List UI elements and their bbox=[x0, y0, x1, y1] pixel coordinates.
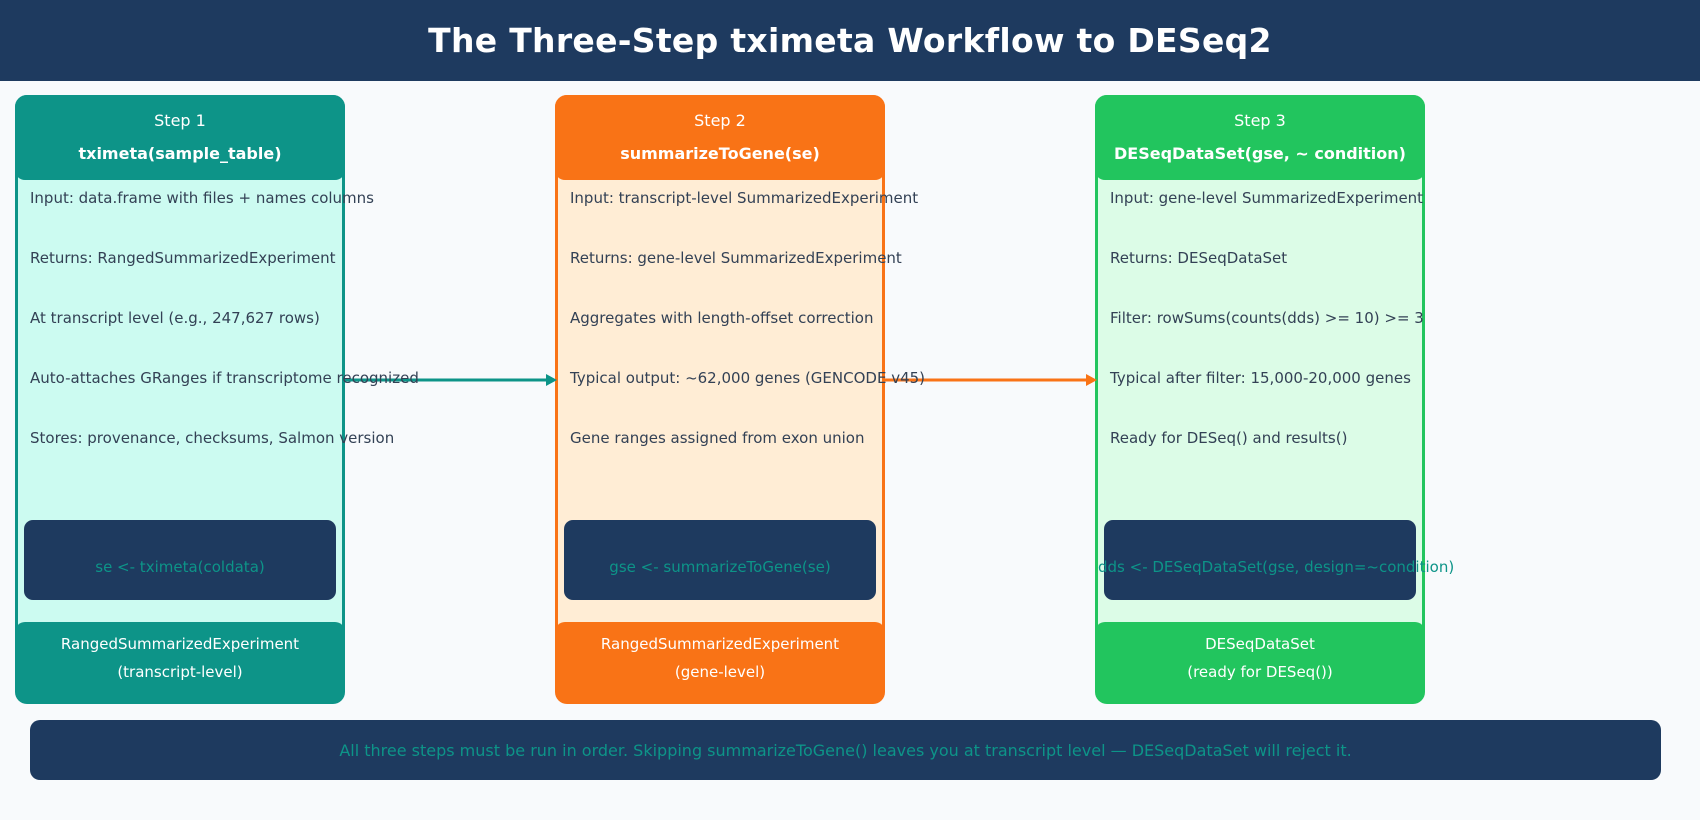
step-3-bullets: Input: gene-level SummarizedExperiment R… bbox=[1110, 188, 1424, 488]
step-2-code-box bbox=[564, 520, 876, 600]
step-1-label: Step 1 bbox=[154, 111, 206, 130]
step-1-bullet: Returns: RangedSummarizedExperiment bbox=[30, 249, 336, 267]
page-title: The Three-Step tximeta Workflow to DESeq… bbox=[0, 0, 1700, 81]
step-3-output: DESeqDataSet (ready for DESeq()) bbox=[1095, 622, 1425, 704]
step-1-code-box bbox=[24, 520, 336, 600]
step-3-output-type: DESeqDataSet bbox=[1205, 635, 1315, 653]
step-2-bullet: Returns: gene-level SummarizedExperiment bbox=[570, 249, 902, 267]
workflow-note: All three steps must be run in order. Sk… bbox=[30, 720, 1661, 780]
step-1-bullet: At transcript level (e.g., 247,627 rows) bbox=[30, 309, 320, 327]
step-3-code: dds <- DESeqDataSet(gse, design=~conditi… bbox=[1098, 558, 1455, 576]
step-2-code: gse <- summarizeToGene(se) bbox=[609, 558, 831, 576]
step-3-bullet: Input: gene-level SummarizedExperiment bbox=[1110, 189, 1424, 207]
arrow-step1-to-step2 bbox=[345, 374, 557, 386]
step-1-bullet: Input: data.frame with files + names col… bbox=[30, 189, 374, 207]
step-3-code-box bbox=[1104, 520, 1416, 600]
step-3-bullet: Typical after filter: 15,000-20,000 gene… bbox=[1110, 369, 1411, 387]
step-3-label: Step 3 bbox=[1234, 111, 1286, 130]
step-3-bullet: Filter: rowSums(counts(dds) >= 10) >= 3 bbox=[1110, 309, 1424, 327]
step-3-bullet: Returns: DESeqDataSet bbox=[1110, 249, 1288, 267]
step-1-code: se <- tximeta(coldata) bbox=[95, 558, 265, 576]
step-1-bullets: Input: data.frame with files + names col… bbox=[30, 188, 419, 488]
arrow-step2-to-step3 bbox=[885, 374, 1097, 386]
step-3-bullet: Ready for DESeq() and results() bbox=[1110, 429, 1348, 447]
step-2-bullet: Aggregates with length-offset correction bbox=[570, 309, 874, 327]
step-2-output-type: RangedSummarizedExperiment bbox=[600, 635, 840, 653]
step-3-output-level: (ready for DESeq()) bbox=[1187, 663, 1333, 681]
step-2-function: summarizeToGene(se) bbox=[620, 144, 820, 163]
step-2-output-level: (gene-level) bbox=[674, 663, 766, 681]
step-2-output: RangedSummarizedExperiment (gene-level) bbox=[555, 622, 885, 704]
step-1-output-type: RangedSummarizedExperiment bbox=[60, 635, 300, 653]
step-1-output-level: (transcript-level) bbox=[117, 663, 243, 681]
step-1-bullet: Auto-attaches GRanges if transcriptome r… bbox=[30, 369, 419, 387]
step-1-panel: Step 1 tximeta(sample_table) Input: data… bbox=[15, 95, 419, 704]
step-2-bullet: Gene ranges assigned from exon union bbox=[570, 429, 865, 447]
step-1-output: RangedSummarizedExperiment (transcript-l… bbox=[15, 622, 345, 704]
step-1-function: tximeta(sample_table) bbox=[78, 144, 282, 163]
step-2-bullet: Input: transcript-level SummarizedExperi… bbox=[570, 189, 919, 207]
step-3-header: Step 3 DESeqDataSet(gse, ~ condition) bbox=[1095, 95, 1425, 180]
step-3-function: DESeqDataSet(gse, ~ condition) bbox=[1114, 144, 1406, 163]
step-2-label: Step 2 bbox=[694, 111, 746, 130]
step-2-bullets: Input: transcript-level SummarizedExperi… bbox=[570, 188, 925, 488]
step-2-header: Step 2 summarizeToGene(se) bbox=[555, 95, 885, 180]
step-1-header: Step 1 tximeta(sample_table) bbox=[15, 95, 345, 180]
step-2-bullet: Typical output: ~62,000 genes (GENCODE v… bbox=[570, 369, 926, 387]
step-1-bullet: Stores: provenance, checksums, Salmon ve… bbox=[30, 429, 395, 447]
step-3-panel: Step 3 DESeqDataSet(gse, ~ condition) In… bbox=[1095, 95, 1455, 704]
step-2-panel: Step 2 summarizeToGene(se) Input: transc… bbox=[555, 95, 925, 704]
